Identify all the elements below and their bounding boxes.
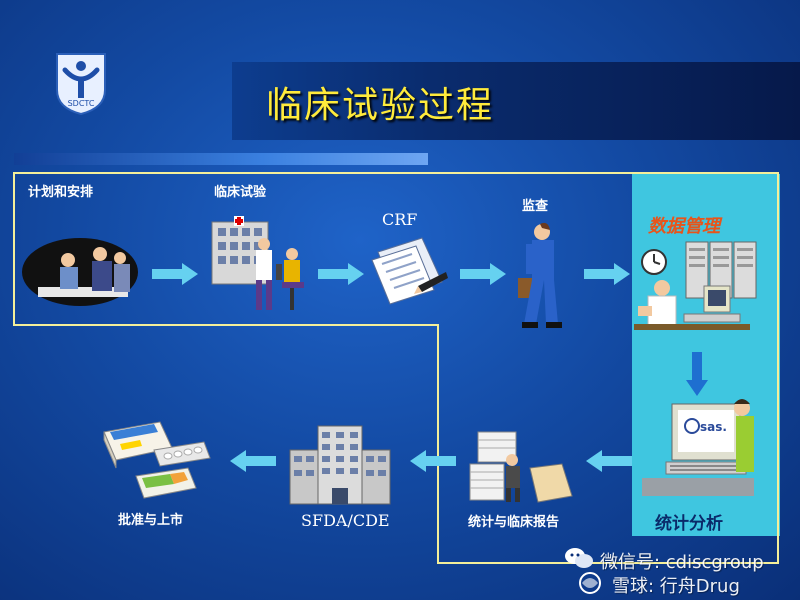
planning-meeting-illustration xyxy=(22,238,138,306)
arrow-right-2 xyxy=(318,263,364,285)
arrow-right-1 xyxy=(152,263,198,285)
svg-text:sas.: sas. xyxy=(700,420,727,434)
arrow-left-2 xyxy=(410,450,456,472)
page-title: 临床试验过程 xyxy=(266,85,495,126)
arrow-left-1 xyxy=(586,450,632,472)
sfda-building-illustration xyxy=(289,425,391,505)
crf-form-illustration xyxy=(371,237,448,305)
step-label-monitor: 监查 xyxy=(522,199,549,214)
step-label-sfda: SFDA/CDE xyxy=(301,511,390,530)
step-label-data-management: 数据管理 xyxy=(648,216,720,237)
arrow-down xyxy=(686,352,708,396)
sas-computer-illustration: sas. xyxy=(642,399,754,496)
step-label-approval: 批准与上市 xyxy=(118,513,184,528)
report-person-illustration xyxy=(469,431,573,503)
step-label-plan: 计划和安排 xyxy=(28,185,94,200)
title-underline-bar xyxy=(14,153,428,165)
step-label-trial: 临床试验 xyxy=(214,185,267,200)
step-label-crf: CRF xyxy=(382,210,418,229)
wechat-icon xyxy=(565,548,593,568)
title-bar xyxy=(232,62,800,140)
step-label-report: 统计与临床报告 xyxy=(468,515,560,530)
clinical-trial-illustration xyxy=(211,216,304,310)
medicine-approval-illustration xyxy=(103,421,211,499)
monitor-person-illustration xyxy=(518,222,562,328)
arrow-right-3 xyxy=(460,263,506,285)
data-management-illustration xyxy=(634,241,757,330)
arrow-left-3 xyxy=(230,450,276,472)
watermark-snowball: 雪球: 行舟Drug xyxy=(612,576,740,597)
sdctc-logo-icon: SDCTC xyxy=(56,53,106,116)
data-management-panel xyxy=(632,174,780,536)
step-label-statistics: 统计分析 xyxy=(655,514,723,534)
watermark-wechat: 微信号: cdiscgroup xyxy=(600,552,764,573)
arrow-right-4 xyxy=(584,263,630,285)
snowball-icon xyxy=(579,572,601,594)
svg-text:SDCTC: SDCTC xyxy=(68,99,95,108)
